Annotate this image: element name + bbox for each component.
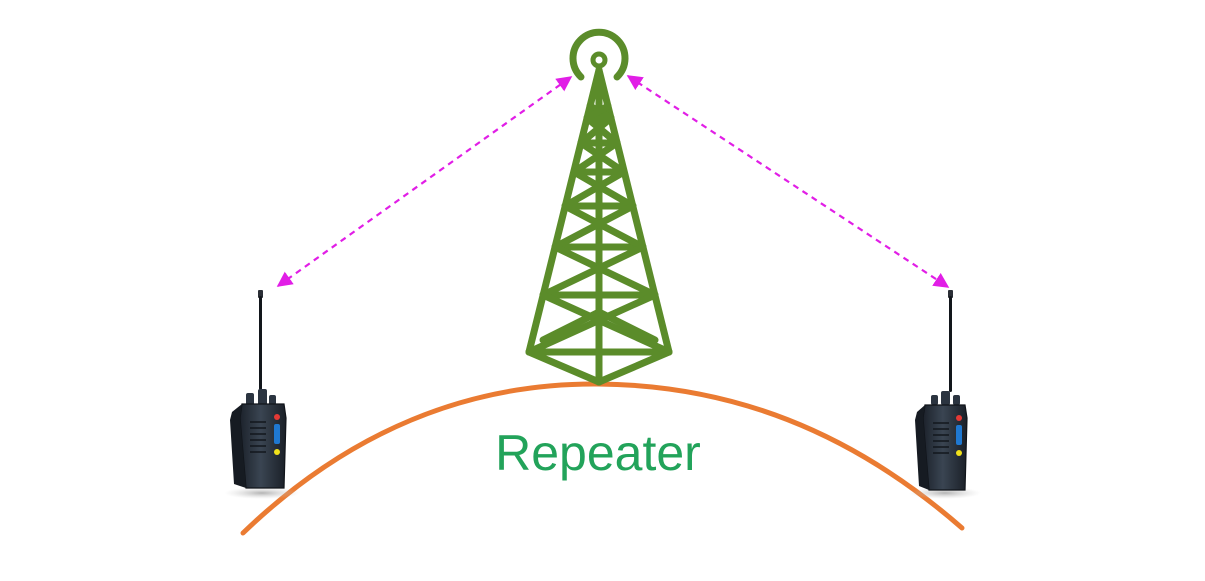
radio-tower-icon xyxy=(525,28,673,386)
signal-link-left xyxy=(276,76,573,287)
walkie-talkie-icon-left xyxy=(224,290,300,499)
walkie-talkie-icon-right xyxy=(909,290,981,499)
signal-link-right xyxy=(626,75,950,288)
repeater-label: Repeater xyxy=(495,425,701,481)
